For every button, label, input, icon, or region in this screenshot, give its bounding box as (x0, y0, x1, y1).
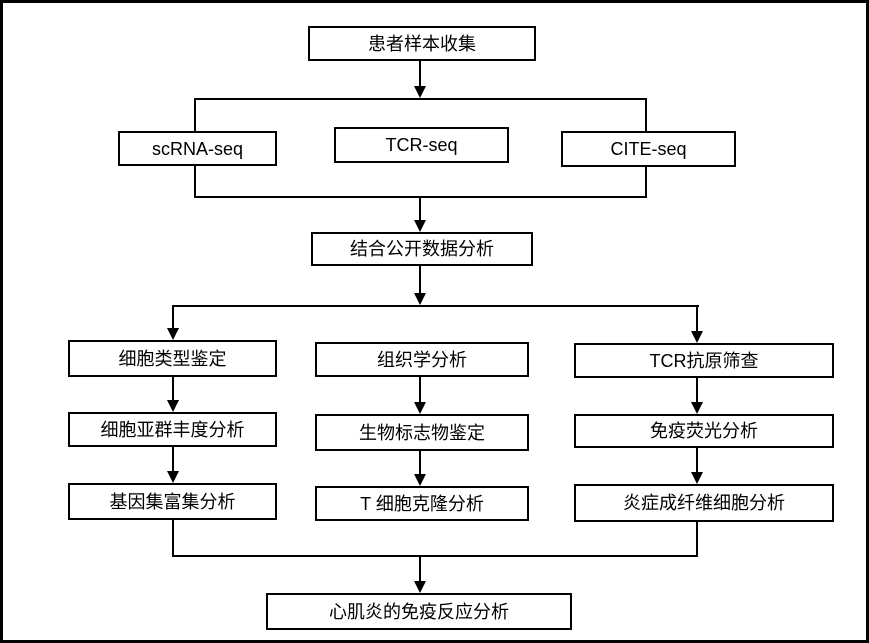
connector-line (419, 557, 421, 581)
arrowhead-down-icon (414, 581, 426, 593)
connector-line (194, 196, 647, 198)
connector-line (696, 522, 698, 556)
node-combined-public-data-analysis: 结合公开数据分析 (311, 232, 533, 266)
connector-line (696, 307, 698, 331)
connector-line (172, 377, 174, 400)
arrowhead-down-icon (167, 471, 179, 483)
node-cell-type-identification: 细胞类型鉴定 (68, 340, 277, 377)
node-biomarker-identification: 生物标志物鉴定 (315, 414, 529, 451)
connector-line (419, 451, 421, 474)
arrowhead-down-icon (691, 331, 703, 343)
connector-line (194, 100, 196, 131)
connector-line (172, 555, 698, 557)
arrowhead-down-icon (414, 220, 426, 232)
arrowhead-down-icon (691, 402, 703, 414)
node-immunofluorescence-analysis: 免疫荧光分析 (574, 414, 834, 448)
connector-line (172, 520, 174, 556)
node-cell-subpopulation-abundance-analysis: 细胞亚群丰度分析 (68, 412, 277, 447)
arrowhead-down-icon (414, 293, 426, 305)
node-gene-set-enrichment-analysis: 基因集富集分析 (68, 483, 277, 520)
node-patient-sample-collection: 患者样本收集 (308, 26, 536, 61)
arrowhead-down-icon (691, 472, 703, 484)
connector-line (696, 378, 698, 402)
arrowhead-down-icon (414, 474, 426, 486)
connector-line (419, 266, 421, 293)
node-cite-seq: CITE-seq (561, 131, 736, 167)
connector-line (419, 198, 421, 220)
connector-line (194, 166, 196, 196)
node-scrna-seq: scRNA-seq (118, 131, 277, 166)
connector-line (172, 307, 174, 328)
node-tcr-antigen-screening: TCR抗原筛查 (574, 343, 834, 378)
node-histology-analysis: 组织学分析 (315, 342, 529, 377)
node-inflammatory-fibroblast-analysis: 炎症成纤维细胞分析 (574, 484, 834, 522)
connector-line (419, 377, 421, 402)
connector-line (419, 61, 421, 86)
node-t-cell-clonal-analysis: T 细胞克隆分析 (315, 486, 529, 521)
arrowhead-down-icon (414, 402, 426, 414)
connector-line (194, 98, 647, 100)
node-myocarditis-immune-response-analysis: 心肌炎的免疫反应分析 (266, 593, 572, 630)
connector-line (172, 447, 174, 471)
connector-line (645, 167, 647, 196)
arrowhead-down-icon (167, 328, 179, 340)
node-tcr-seq: TCR-seq (334, 127, 509, 163)
arrowhead-down-icon (167, 400, 179, 412)
connector-line (645, 100, 647, 131)
arrowhead-down-icon (414, 86, 426, 98)
connector-line (696, 448, 698, 472)
connector-line (172, 305, 699, 307)
